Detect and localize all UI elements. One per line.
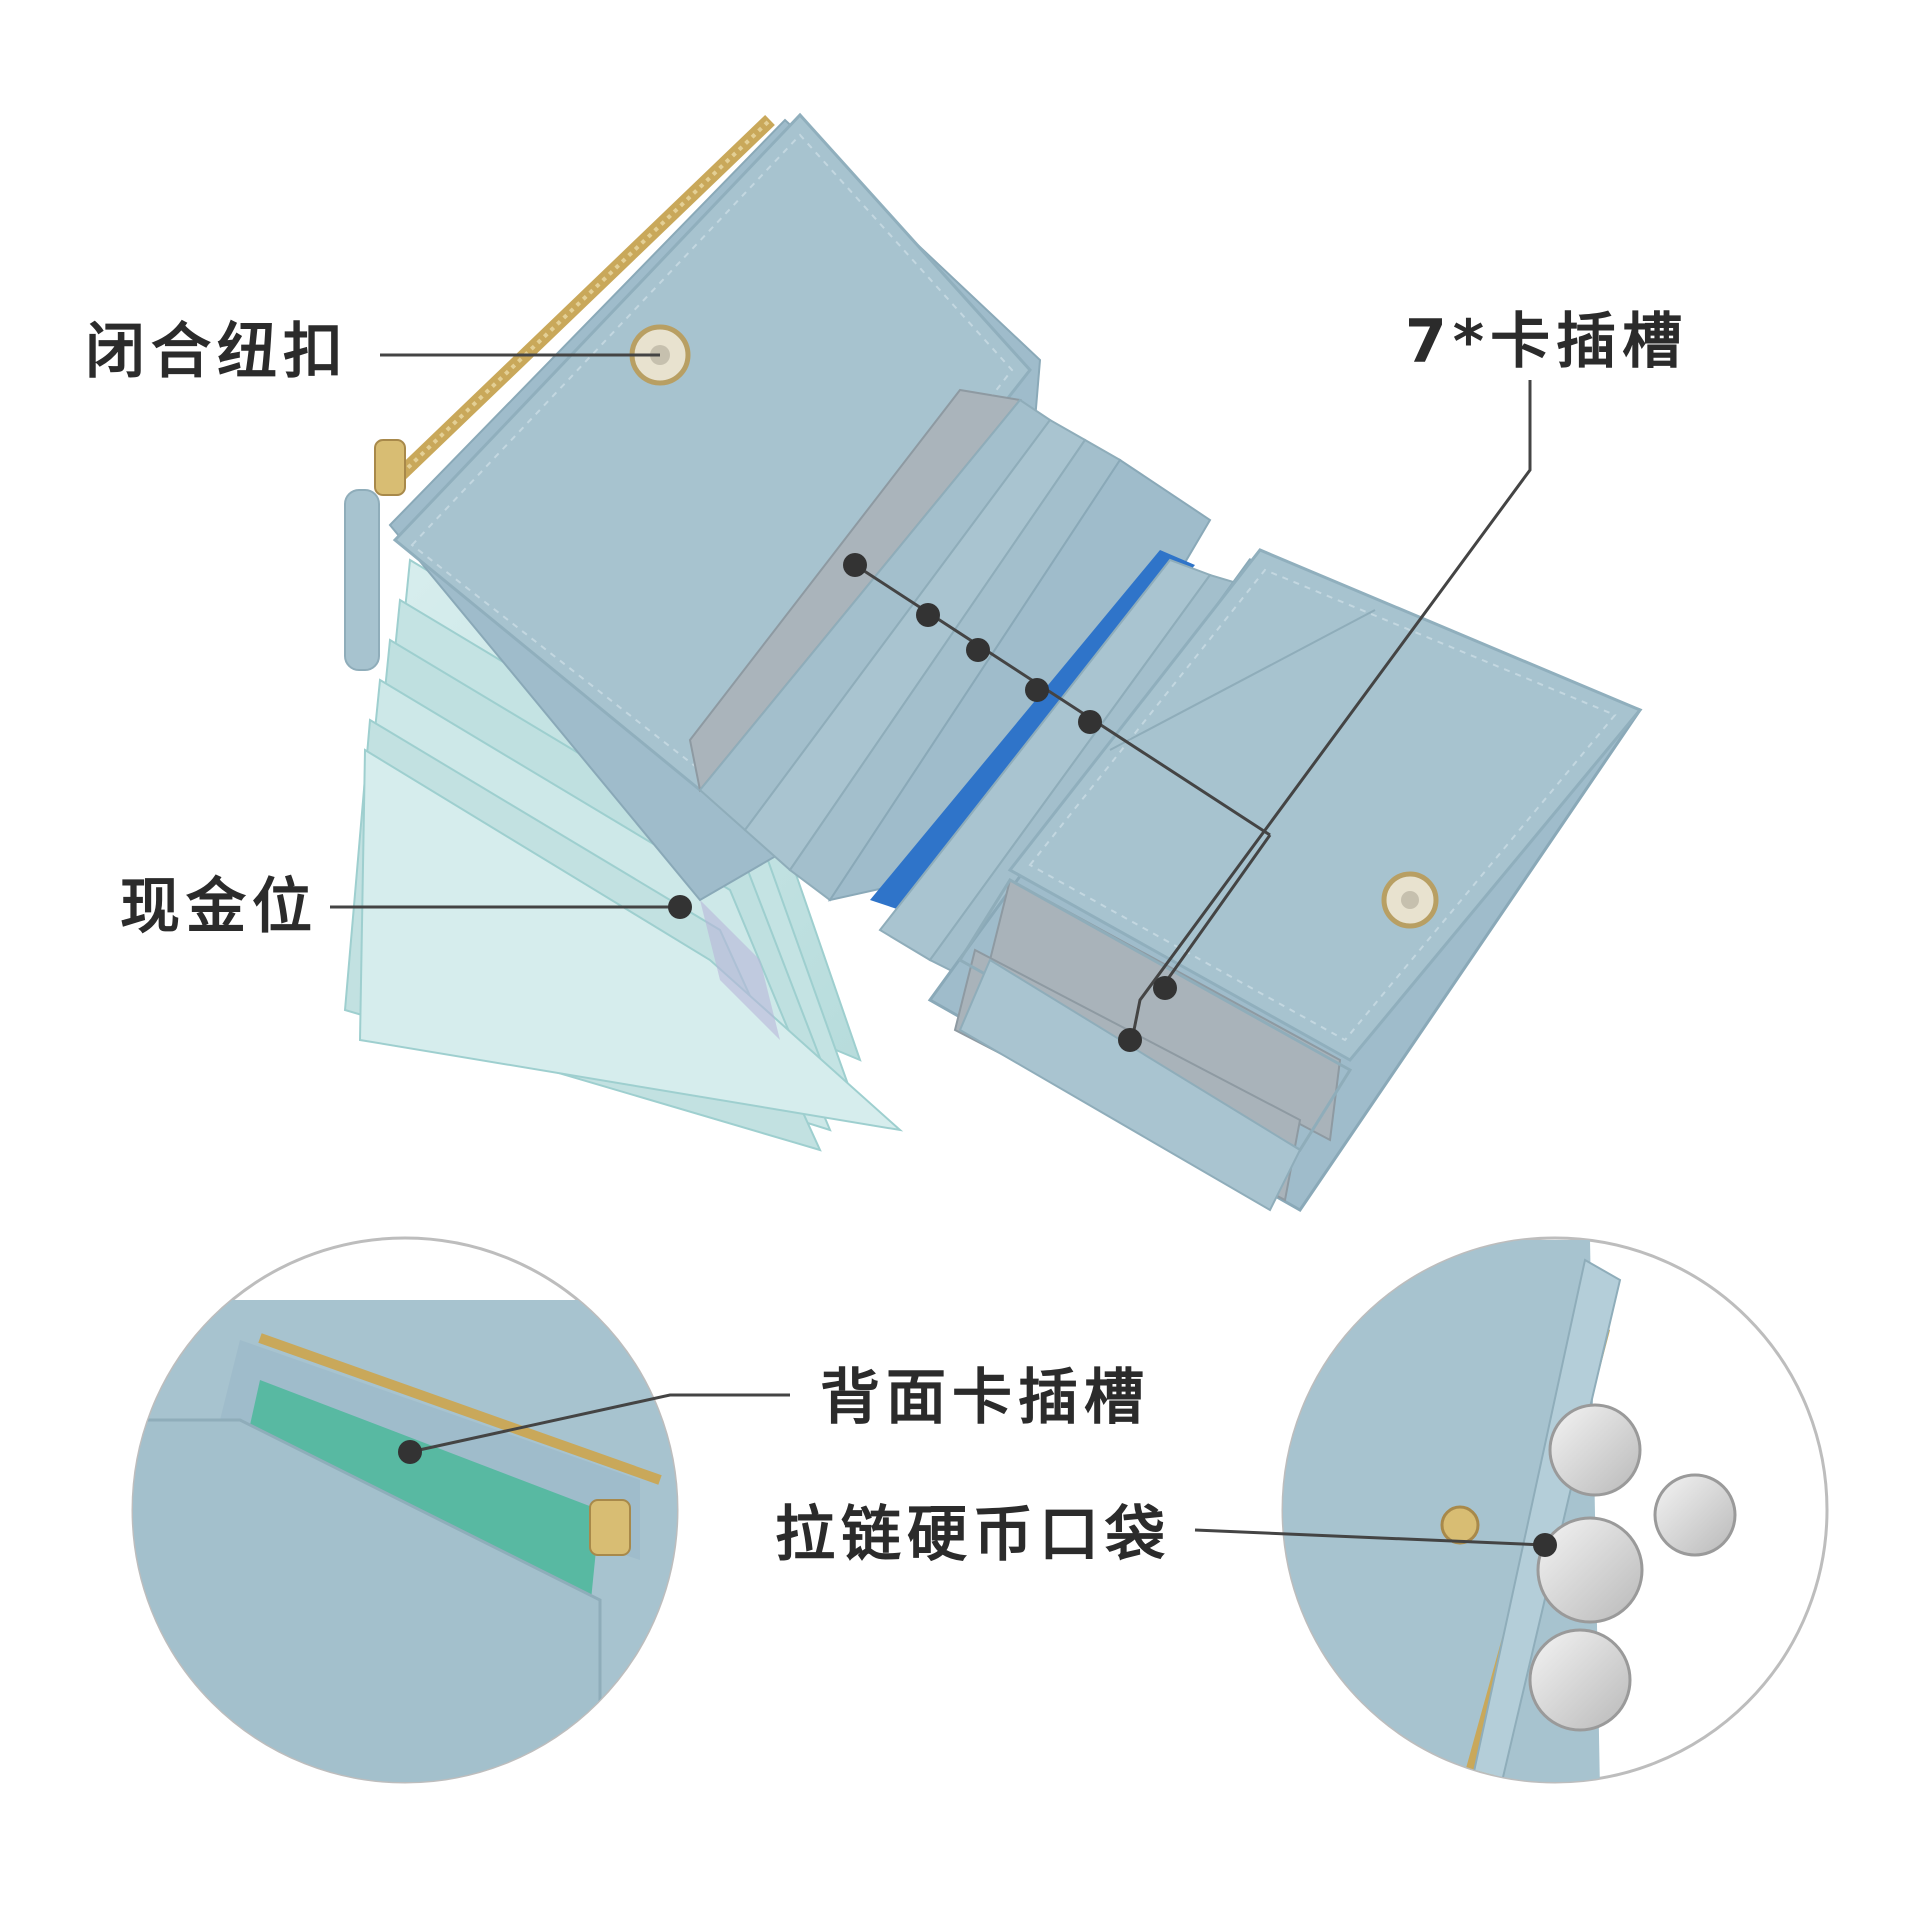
label-cash-slot: 现金位 — [120, 872, 318, 942]
label-back-card-slot: 背面卡插槽 — [820, 1363, 1150, 1433]
callout-dots-main — [668, 553, 1177, 1052]
snap-button-right — [1381, 871, 1439, 929]
label-card-slots: 7*卡插槽 — [1405, 307, 1689, 377]
callout-lines-detail — [409, 1393, 1546, 1547]
detail-circle-coin-pocket — [1281, 1236, 1829, 1784]
coin-4 — [1653, 1473, 1737, 1557]
label-zip-coin-pocket: 拉链硬币口袋 — [775, 1500, 1171, 1570]
callout-dots-detail — [398, 1440, 1557, 1557]
cash-notes — [343, 558, 904, 1152]
label-snap-button: 闭合纽扣 — [85, 317, 349, 387]
left-flap — [392, 112, 1032, 793]
coin-3 — [1528, 1628, 1632, 1732]
coin-1 — [1548, 1403, 1642, 1497]
card-silver-2 — [988, 878, 1342, 1142]
coin-2 — [1536, 1516, 1644, 1624]
open-wallet — [343, 112, 1643, 1212]
zipper — [344, 114, 775, 671]
back-slot-card — [240, 1380, 600, 1610]
detail-circle-back-slot — [131, 1236, 679, 1784]
snap-button-coin — [1440, 1505, 1480, 1545]
right-flap — [1007, 548, 1643, 1062]
